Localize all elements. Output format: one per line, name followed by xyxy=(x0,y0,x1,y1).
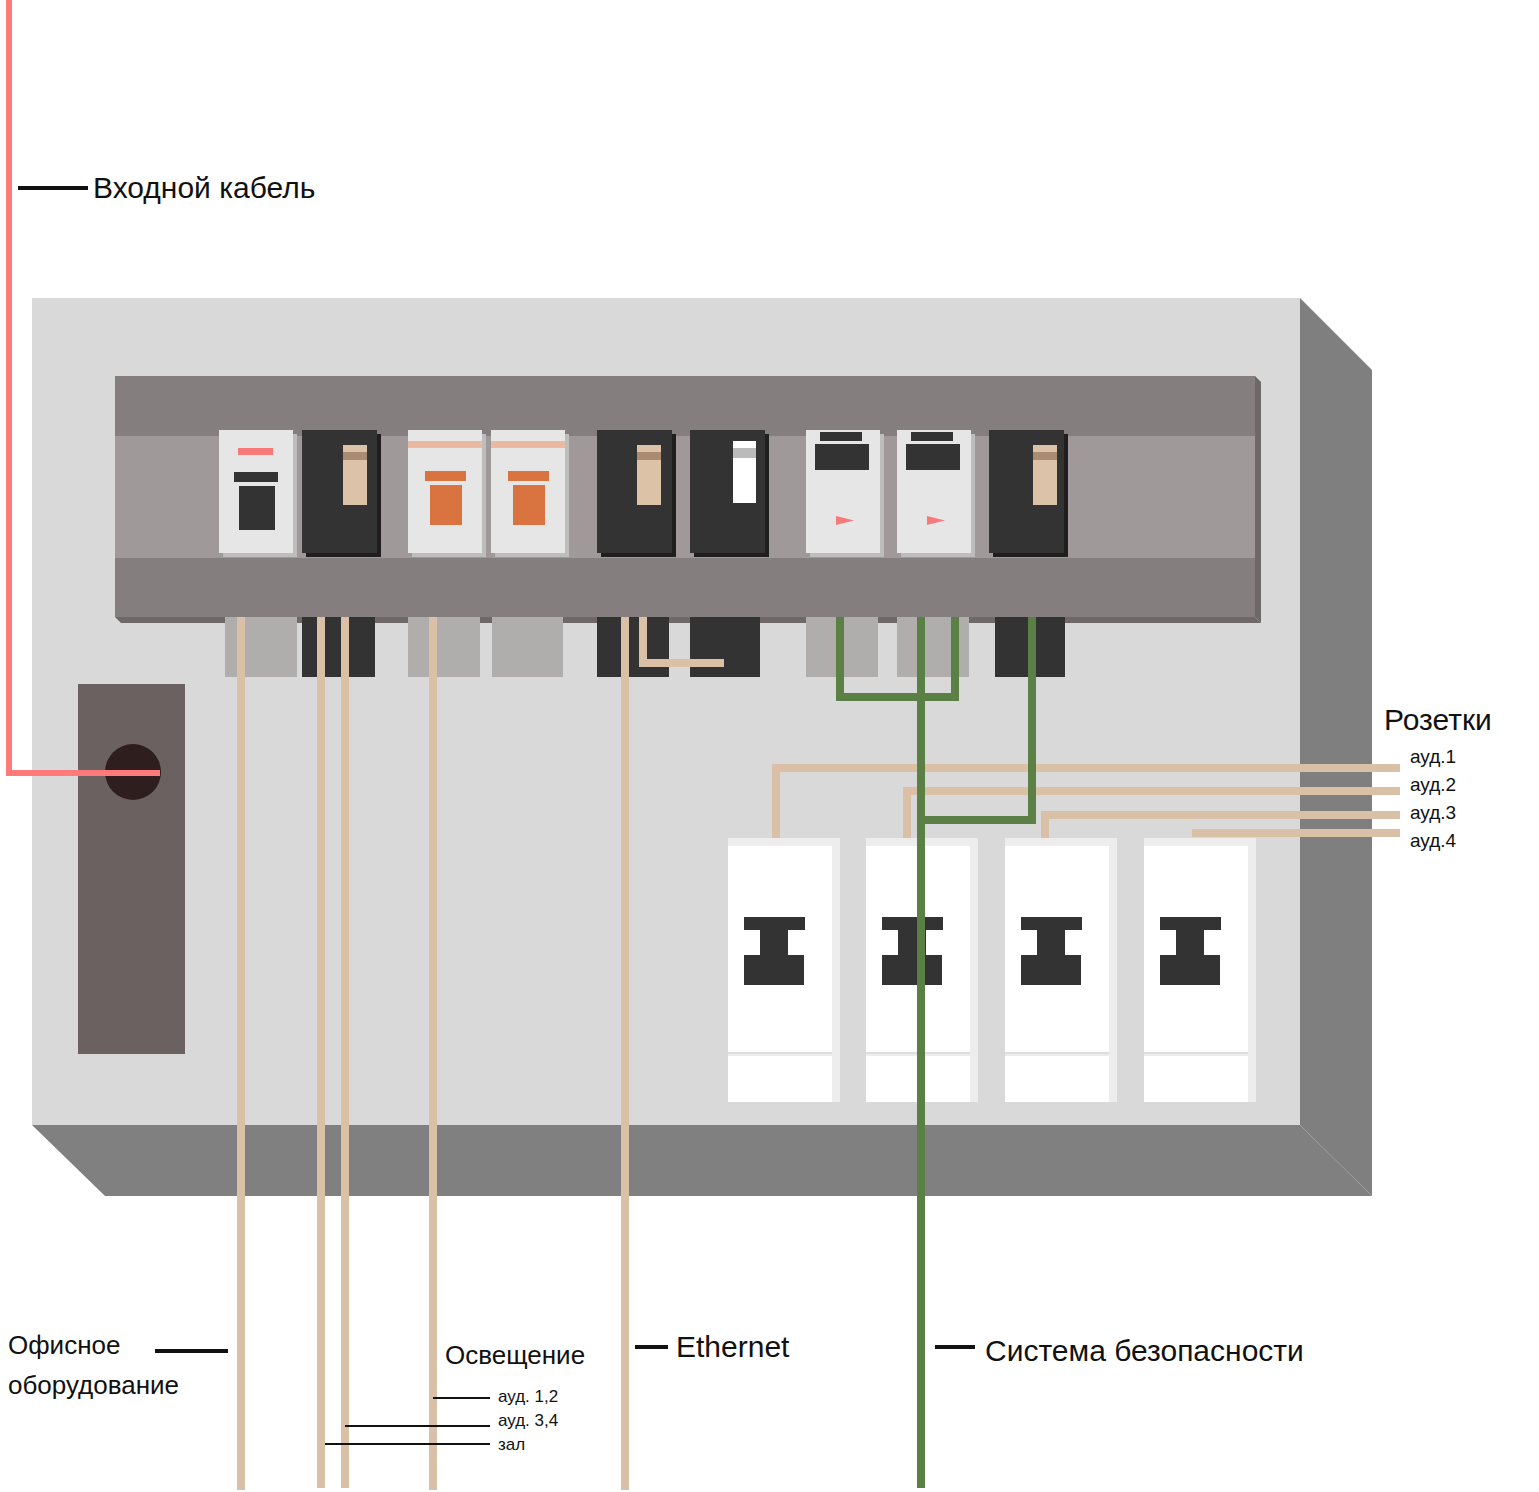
socket-breaker xyxy=(1144,838,1256,1102)
circuit-breaker xyxy=(637,445,661,505)
circuit-label: ауд. 1,2 xyxy=(498,1387,558,1407)
circuit-label: Ethernet xyxy=(676,1330,789,1365)
circuit-breaker xyxy=(238,448,273,455)
circuit-breaker xyxy=(219,430,1068,557)
circuit-breaker xyxy=(989,430,1068,557)
leader-line xyxy=(433,1397,490,1399)
circuit-breaker xyxy=(408,441,482,525)
terminal-block xyxy=(408,617,480,677)
circuit-breaker xyxy=(239,486,275,530)
socket-breaker xyxy=(1005,838,1117,1102)
circuit-breaker xyxy=(690,430,769,557)
input-cable xyxy=(9,0,160,773)
panel-housing xyxy=(32,298,1300,1125)
panel-housing xyxy=(32,298,1372,1196)
terminal-block xyxy=(597,617,669,677)
terminal-block xyxy=(302,617,375,677)
din-rail xyxy=(115,376,1261,623)
din-rail xyxy=(1255,376,1261,623)
leader-line xyxy=(325,1443,490,1445)
leader-line xyxy=(18,188,88,189)
circuit-breaker xyxy=(1033,445,1057,505)
leader-line xyxy=(155,1349,228,1353)
outgoing-wire xyxy=(621,617,629,1490)
circuit-breaker xyxy=(343,445,367,505)
outgoing-wire xyxy=(317,617,325,1488)
outgoing-wire xyxy=(341,617,349,1488)
outgoing-wire xyxy=(241,617,724,1490)
outgoing-wire xyxy=(643,617,724,663)
leader-line xyxy=(345,1425,490,1427)
socket-wire xyxy=(776,768,1400,840)
circuit-breaker xyxy=(733,448,756,458)
din-rail xyxy=(115,376,1255,617)
terminal-block xyxy=(690,617,760,677)
circuit-label: ауд. 3,4 xyxy=(498,1411,558,1431)
circuit-breaker xyxy=(733,441,756,503)
circuit-label: Система безопасности xyxy=(985,1334,1304,1369)
leader-line xyxy=(325,1398,490,1444)
circuit-label: ауд.3 xyxy=(1410,802,1456,824)
cable-entry xyxy=(78,684,185,1054)
group-label: Розетки xyxy=(1384,703,1492,738)
circuit-breaker xyxy=(815,432,869,525)
leader-line xyxy=(935,1345,975,1349)
outgoing-wire xyxy=(237,617,245,1490)
outgoing-wire xyxy=(429,617,437,1490)
socket-wire xyxy=(776,768,1400,840)
security-wire xyxy=(925,617,1032,820)
security-wire xyxy=(917,617,925,1488)
circuit-breaker xyxy=(219,430,297,557)
circuit-breaker xyxy=(491,441,565,525)
panel-housing xyxy=(1300,298,1372,1196)
security-wire xyxy=(840,617,955,697)
terminal-block xyxy=(225,617,297,677)
socket-wire xyxy=(1192,829,1400,837)
panel-housing xyxy=(32,1125,1372,1196)
circuit-label: ауд.1 xyxy=(1410,746,1456,768)
group-label: Освещение xyxy=(445,1341,585,1371)
socket-breaker xyxy=(728,838,1256,1102)
terminal-block xyxy=(225,617,1065,677)
circuit-breaker xyxy=(491,430,569,557)
circuit-breaker xyxy=(302,430,381,557)
circuit-label: ауд.4 xyxy=(1410,830,1456,852)
circuit-breaker xyxy=(597,430,676,557)
cable-entry xyxy=(78,684,185,1054)
circuit-breaker xyxy=(806,430,884,557)
terminal-block xyxy=(492,617,563,677)
circuit-breaker xyxy=(897,430,975,557)
leader-line xyxy=(18,186,88,190)
socket-breaker xyxy=(728,838,840,1102)
circuit-breaker xyxy=(408,430,486,557)
socket-wire xyxy=(1045,815,1400,840)
socket-wire xyxy=(907,791,1400,840)
circuit-label: зал xyxy=(498,1435,525,1455)
input-cable xyxy=(9,0,160,773)
cable-label: Входной кабель xyxy=(93,171,315,206)
circuit-label: Офисное оборудование xyxy=(8,1325,223,1405)
circuit-label: ауд.2 xyxy=(1410,774,1456,796)
circuit-breaker xyxy=(906,432,960,525)
circuit-breaker xyxy=(234,472,278,482)
leader-line xyxy=(635,1345,668,1349)
